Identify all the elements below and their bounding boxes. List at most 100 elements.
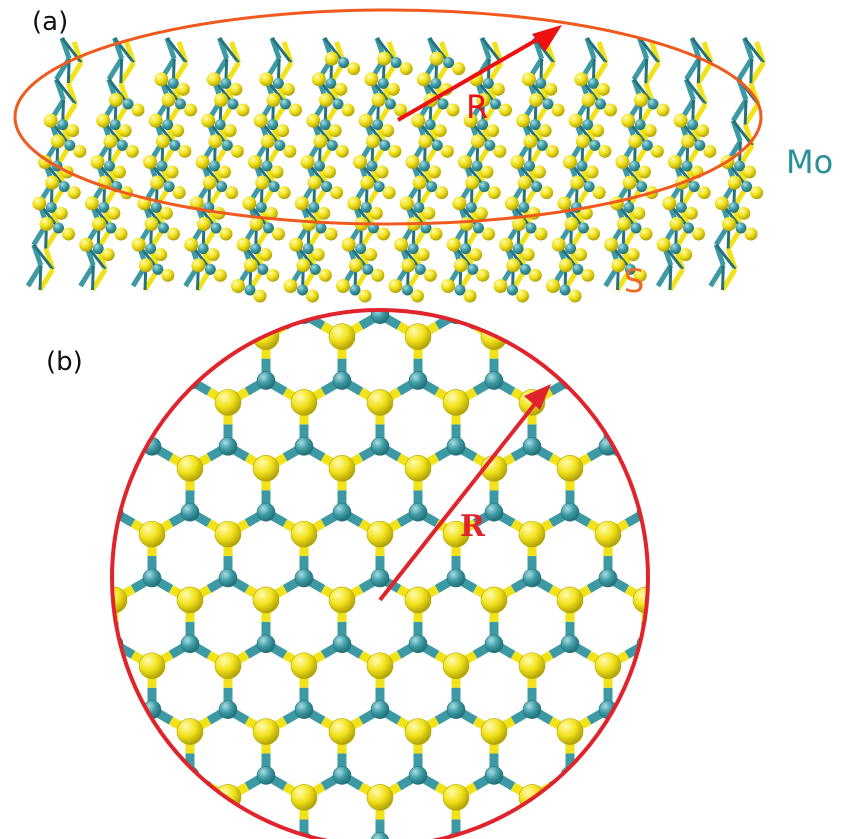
s-atom	[604, 237, 619, 252]
mo-atom	[220, 77, 232, 89]
side-view-stripe	[603, 37, 670, 292]
side-bond	[643, 61, 661, 85]
panel-a-label: (a)	[32, 7, 68, 37]
mo-atom	[634, 119, 646, 131]
s-atom	[671, 653, 697, 679]
side-bond	[585, 37, 608, 64]
s-atom	[138, 652, 166, 680]
s-atom	[564, 217, 579, 231]
side-bond	[708, 264, 726, 288]
s-atom	[306, 113, 321, 128]
mo-atom	[53, 222, 64, 234]
panel-a-side-view: (a) R Mo S	[13, 7, 833, 303]
mo-atom	[565, 243, 577, 255]
mo-atom	[379, 139, 391, 151]
s-atom	[143, 155, 157, 169]
s-atom	[463, 113, 478, 128]
mo-atom	[370, 437, 390, 456]
mo-atom	[414, 263, 426, 275]
s-atom	[465, 175, 480, 190]
mo-s-bond-s-half	[665, 655, 684, 666]
s-atom	[39, 217, 54, 231]
mo-atom	[150, 201, 162, 213]
s-atom	[138, 258, 153, 273]
s-atom	[66, 124, 80, 138]
s-atom	[283, 144, 297, 158]
mo-atom	[741, 181, 753, 193]
mo-atom	[576, 160, 588, 172]
s-atom	[615, 155, 630, 169]
s-atom	[394, 103, 407, 117]
s-atom	[341, 237, 356, 252]
mo-atom	[309, 263, 321, 275]
s-atom	[405, 155, 420, 169]
s-atom	[296, 258, 311, 273]
radius-arrow-b	[378, 384, 551, 602]
s-atom	[697, 186, 711, 200]
mo-atom	[214, 119, 226, 131]
s-atom	[585, 165, 599, 179]
s-atom	[328, 124, 342, 138]
s-atom	[197, 217, 211, 231]
mo-atom	[536, 139, 548, 151]
mo-atom	[446, 700, 466, 719]
s-atom	[353, 155, 367, 169]
s-atom	[161, 93, 176, 107]
s-atom	[54, 206, 68, 220]
mo-atom	[465, 201, 477, 213]
s-atom	[669, 217, 684, 231]
side-bond	[721, 265, 725, 291]
s-atom	[318, 268, 332, 282]
mo-atom	[734, 160, 745, 172]
s-atom	[277, 186, 291, 200]
mo-atom	[218, 700, 238, 719]
side-view-stripe	[546, 37, 617, 303]
s-atom	[236, 237, 251, 252]
s-atom	[512, 217, 526, 231]
mo-atom	[255, 201, 267, 213]
s-atom	[452, 196, 467, 211]
s-atom	[109, 93, 123, 107]
side-bond	[743, 102, 761, 126]
s-atom	[442, 784, 470, 811]
side-bond	[749, 58, 754, 84]
mo-atom	[156, 160, 168, 172]
mo-atom	[728, 201, 740, 213]
s-atom	[347, 62, 361, 76]
mo-atom	[484, 502, 504, 522]
s-atom	[62, 227, 75, 241]
mo-atom	[424, 119, 436, 131]
mo-s-bond-mo-half	[510, 310, 535, 330]
s-atom	[386, 82, 400, 96]
side-view-stripe	[336, 37, 413, 303]
mo-atom	[519, 263, 531, 275]
mo-atom	[670, 243, 682, 255]
panel-b-label: (b)	[46, 347, 83, 377]
mo-s-bond-s-half	[586, 387, 611, 407]
mo-atom	[267, 119, 279, 131]
mo-atom	[163, 181, 175, 193]
mo-atom	[437, 98, 449, 110]
side-bond	[78, 264, 96, 288]
s-atom	[371, 93, 386, 107]
side-bond	[91, 265, 95, 291]
s-atom	[276, 124, 290, 138]
s-atom	[684, 206, 698, 220]
s-atom	[476, 268, 490, 282]
s-atom	[412, 175, 427, 190]
s-atom	[592, 186, 606, 200]
side-bond	[731, 98, 749, 122]
s-atom	[330, 186, 344, 200]
s-atom	[92, 217, 106, 231]
mo-atom	[332, 634, 352, 654]
s-atom	[650, 144, 664, 158]
s-atom	[176, 82, 190, 96]
s-atom	[259, 72, 274, 87]
flake-boundary-circle	[110, 308, 650, 839]
mo-s-bond-s-half	[586, 782, 611, 802]
s-atom	[165, 165, 179, 179]
s-atom	[574, 248, 588, 262]
s-atom	[429, 51, 444, 66]
side-bond	[668, 265, 673, 291]
s-atom	[604, 103, 617, 117]
